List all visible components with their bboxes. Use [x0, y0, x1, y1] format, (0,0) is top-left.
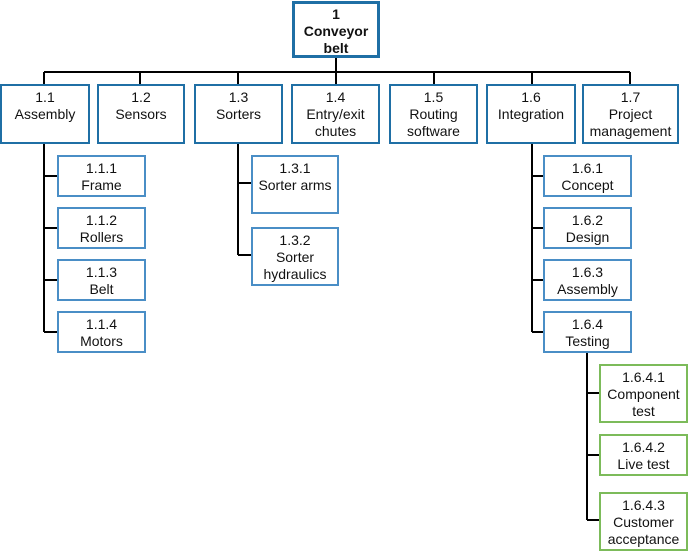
node-label-line: management [589, 123, 672, 139]
node-label-line: Entry/exit [306, 106, 365, 122]
wbs-node-1-3-1[interactable]: 1.3.1 Sorter arms [251, 155, 339, 214]
node-code: 1.1.3 [85, 264, 118, 280]
node-label-line: Routing [409, 106, 458, 122]
node-label-line: Design [565, 229, 610, 245]
node-label-line: test [632, 403, 655, 419]
wbs-node-1-3-2[interactable]: 1.3.2 Sorter hydraulics [251, 227, 339, 286]
wbs-node-1-6-1[interactable]: 1.6.1 Concept [543, 155, 632, 197]
node-label-line: Rollers [79, 229, 124, 245]
node-label-line: software [407, 123, 460, 139]
node-code: 1.6.4.1 [622, 369, 665, 385]
node-label-line: Belt [89, 281, 114, 297]
node-code: 1.1.4 [85, 316, 118, 332]
wbs-node-1-5[interactable]: 1.5 Routing software [389, 84, 478, 144]
node-label-line: Assembly [14, 106, 76, 122]
node-label-line: Assembly [557, 281, 618, 297]
wbs-node-1-6-4-3[interactable]: 1.6.4.3 Customer acceptance [599, 492, 688, 551]
wbs-node-1-6[interactable]: 1.6 Integration [486, 84, 576, 144]
wbs-node-1-3[interactable]: 1.3 Sorters [194, 84, 283, 144]
wbs-node-1-7[interactable]: 1.7 Project management [582, 84, 679, 144]
wbs-node-1-6-4-1[interactable]: 1.6.4.1 Component test [599, 364, 688, 423]
wbs-node-1-6-4-2[interactable]: 1.6.4.2 Live test [599, 434, 688, 476]
node-code: 1.5 [423, 89, 444, 105]
node-label-line: chutes [314, 123, 357, 139]
node-label-line: Testing [565, 333, 610, 349]
node-code: 1.1 [35, 89, 55, 105]
node-code: 1.6.3 [571, 264, 604, 280]
node-label-line: Integration [497, 106, 565, 122]
node-code: 1.6.4 [571, 316, 604, 332]
node-label-line: Concept [561, 177, 614, 193]
node-code: 1.7 [620, 89, 641, 105]
node-code: 1.3.2 [279, 232, 311, 248]
node-code: 1.6.2 [571, 212, 604, 228]
node-code: 1 [332, 6, 340, 22]
node-label-line: Frame [81, 177, 122, 193]
node-code: 1.6.4.2 [622, 439, 665, 455]
node-label-line: Customer [613, 514, 674, 530]
wbs-node-1-1-4[interactable]: 1.1.4 Motors [57, 311, 146, 353]
node-label-line: Sorter [275, 249, 315, 265]
node-label-line: Sorter arms [258, 177, 332, 193]
node-label-line: hydraulics [263, 266, 327, 282]
node-label-line: Live test [617, 456, 670, 472]
wbs-node-1-1-3[interactable]: 1.1.3 Belt [57, 259, 146, 301]
wbs-node-1-4[interactable]: 1.4 Entry/exit chutes [291, 84, 380, 144]
node-code: 1.4 [325, 89, 346, 105]
node-label-line: Sensors [115, 106, 167, 122]
wbs-node-1-1[interactable]: 1.1 Assembly [0, 84, 90, 144]
node-label-line: Sorters [215, 106, 262, 122]
node-label-line: Component [607, 386, 680, 402]
node-label-line: Project [608, 106, 653, 122]
node-label-line: belt [323, 40, 349, 56]
wbs-node-1-2[interactable]: 1.2 Sensors [97, 84, 185, 144]
wbs-node-1-1-2[interactable]: 1.1.2 Rollers [57, 207, 146, 249]
node-code: 1.2 [131, 89, 151, 105]
node-code: 1.6.4.3 [622, 497, 665, 513]
node-code: 1.6 [521, 89, 541, 105]
wbs-node-1-6-3[interactable]: 1.6.3 Assembly [543, 259, 632, 301]
node-code: 1.1.2 [85, 212, 118, 228]
node-code: 1.3 [228, 89, 249, 105]
wbs-node-1-6-2[interactable]: 1.6.2 Design [543, 207, 632, 249]
wbs-node-root[interactable]: 1 Conveyor belt [292, 1, 380, 58]
node-label-line: Motors [80, 333, 123, 349]
wbs-node-1-1-1[interactable]: 1.1.1 Frame [57, 155, 146, 197]
node-label-line: Conveyor [303, 23, 369, 39]
wbs-node-1-6-4[interactable]: 1.6.4 Testing [543, 311, 632, 353]
node-code: 1.1.1 [85, 160, 118, 176]
node-code: 1.3.1 [279, 160, 311, 176]
node-code: 1.6.1 [571, 160, 604, 176]
node-label-line: acceptance [607, 531, 680, 547]
